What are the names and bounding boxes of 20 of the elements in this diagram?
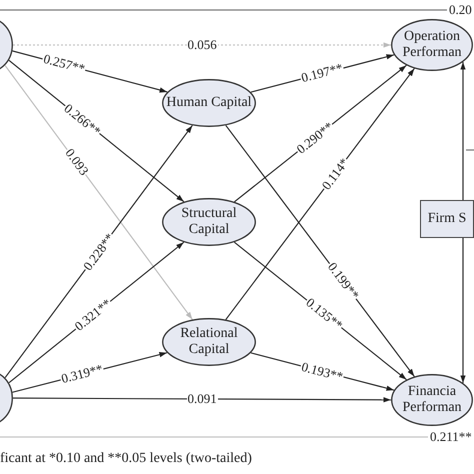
caption: ficant at *0.10 and **0.05 levels (two-tailed) [0, 451, 252, 467]
arrow [460, 62, 466, 200]
node-label: Structural Capital [180, 206, 238, 238]
edge-label: 0.091 [186, 392, 218, 406]
arrow [13, 42, 391, 48]
arrow [4, 65, 193, 320]
edge-label: 0.056 [186, 38, 218, 52]
variable-box [420, 200, 474, 238]
node-label: Human Capital [166, 94, 252, 112]
variable-ellipse [391, 19, 473, 71]
variable-ellipse [162, 318, 256, 366]
node-label: Firm S [426, 210, 468, 228]
node-label: Operation Performan [401, 28, 463, 62]
variable-ellipse [162, 79, 256, 127]
variable-ellipse [391, 374, 473, 426]
variable-ellipse [162, 198, 256, 246]
arrow [460, 238, 466, 383]
node-label: Financia Performan [401, 384, 463, 416]
node-label: Relational Capital [179, 326, 239, 358]
arrow [13, 397, 391, 402]
